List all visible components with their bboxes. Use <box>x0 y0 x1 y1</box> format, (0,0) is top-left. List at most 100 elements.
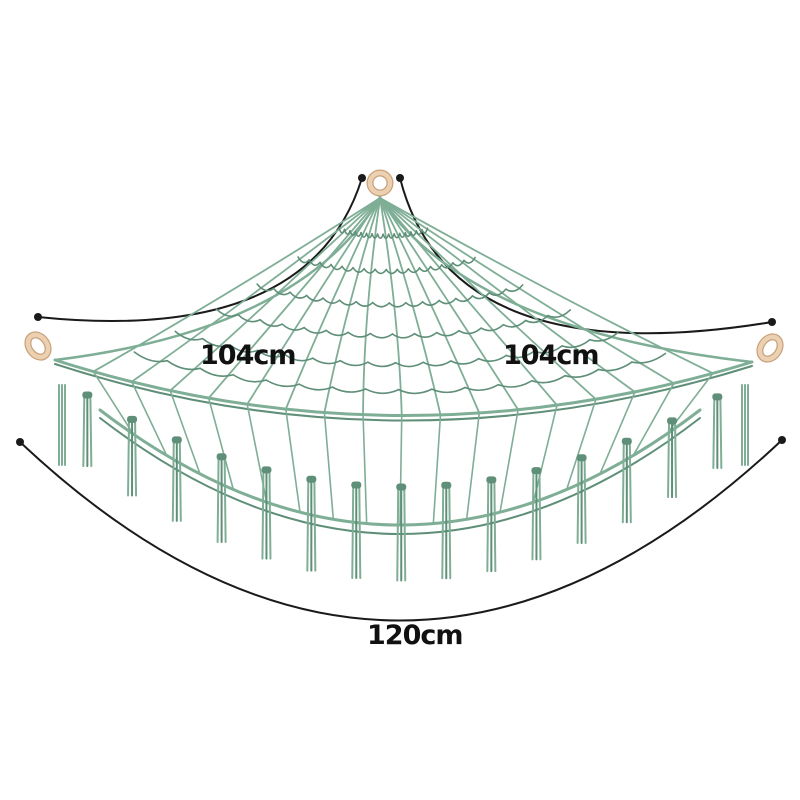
mesh-cord <box>502 319 527 328</box>
mesh-cord <box>229 344 259 353</box>
mesh-cord <box>322 297 341 304</box>
mesh-cord <box>471 292 491 300</box>
tassel-knot <box>486 476 497 484</box>
left-side-dimension-label: 104cm <box>200 340 296 371</box>
mesh-cord <box>421 227 429 234</box>
mesh-cord <box>367 361 397 368</box>
mesh-cord <box>265 379 301 388</box>
tassel-strand <box>89 392 93 468</box>
mesh-cord <box>480 323 505 332</box>
mesh-cord <box>405 301 424 308</box>
mesh-cord <box>365 232 373 239</box>
bottom-rope <box>99 417 701 535</box>
mesh-cord <box>398 232 407 238</box>
mesh-cord <box>463 256 476 264</box>
mesh-cord <box>364 388 400 395</box>
mesh-cord <box>343 228 351 235</box>
tassel-knot <box>712 393 723 401</box>
mesh-cord <box>215 308 239 318</box>
mesh-cord <box>207 197 381 400</box>
mesh-cord <box>308 259 321 267</box>
tassel-strand <box>486 477 490 573</box>
mesh-cord <box>387 233 395 239</box>
mesh-cord <box>438 297 457 305</box>
tassel-knot <box>216 453 227 461</box>
tassel-strand <box>448 482 452 580</box>
tassel-strand <box>538 468 542 561</box>
mesh-cord <box>418 265 432 273</box>
mesh-cord <box>465 412 481 521</box>
tassel-knot <box>396 483 407 491</box>
mesh-cord <box>561 338 591 349</box>
tassel-strand <box>216 454 220 543</box>
left-side-dimension-line <box>37 177 363 323</box>
tassel-knot <box>667 417 678 425</box>
mesh-cord <box>393 232 401 239</box>
mesh-cord <box>564 368 600 378</box>
mesh-cord <box>360 231 368 238</box>
mesh-cord <box>331 386 367 393</box>
mesh-cord <box>407 267 421 274</box>
mesh-cord <box>440 261 454 269</box>
tassel-strand <box>351 482 355 579</box>
mesh-cord <box>92 370 135 435</box>
mesh-cord <box>547 309 572 319</box>
mesh-cord <box>305 294 324 302</box>
mesh-cord <box>174 330 204 341</box>
mesh-cord <box>477 354 508 362</box>
mesh-cord <box>565 398 597 491</box>
tassel-strand <box>493 477 497 573</box>
mesh-cord <box>388 301 407 308</box>
tassel-strand <box>674 418 678 499</box>
mesh-cord <box>431 386 466 394</box>
suspension-cord <box>378 196 754 364</box>
endpoint-dot <box>358 174 366 182</box>
mesh-cord <box>371 233 379 239</box>
tassel-strand <box>171 437 175 522</box>
mesh-cord <box>452 259 465 267</box>
tassel-strand <box>719 394 723 470</box>
tassel-knot <box>127 415 138 423</box>
tassel-strand <box>82 392 86 468</box>
mesh-cord <box>256 349 286 358</box>
mesh-cord <box>352 266 365 273</box>
measurement-endpoints <box>16 174 786 446</box>
tassel-strand <box>358 482 362 579</box>
endpoint-dot <box>396 174 404 182</box>
mesh-cord <box>169 389 201 475</box>
mesh-cord <box>371 301 391 308</box>
mesh-cord <box>289 291 308 299</box>
mesh-cord <box>382 233 390 240</box>
mesh-cord <box>435 329 460 337</box>
mesh-cord <box>272 287 291 296</box>
mesh-cord <box>369 332 394 339</box>
mesh-cord <box>533 345 563 354</box>
tassel-strand <box>583 455 587 545</box>
tassel-knot <box>306 475 317 483</box>
mesh-cord <box>432 414 442 525</box>
mesh-cord <box>256 283 275 292</box>
mesh-cord <box>201 337 231 348</box>
mesh-cord <box>323 411 335 521</box>
mesh-cord <box>589 331 619 342</box>
top-wooden-ring <box>366 169 394 197</box>
wooden-rings <box>24 169 784 363</box>
tassel-strand <box>127 416 131 497</box>
mesh-cord <box>232 373 267 383</box>
mesh-cord <box>379 197 675 385</box>
mesh-cord <box>530 374 566 384</box>
tassel-strand <box>576 455 580 545</box>
mesh-cord <box>488 288 507 296</box>
mesh-cord <box>376 233 384 240</box>
mesh-cord <box>339 359 369 367</box>
tassel-strand <box>178 437 182 522</box>
mesh-cord <box>330 263 343 271</box>
mesh-cord <box>259 318 283 327</box>
mesh-cord <box>450 357 480 365</box>
mesh-cord <box>379 197 714 375</box>
fringe-tassels <box>58 384 749 582</box>
mesh-cord <box>338 227 346 234</box>
mesh-cord <box>394 361 425 368</box>
mesh-cord <box>464 383 500 392</box>
tassel-strand <box>441 482 445 580</box>
